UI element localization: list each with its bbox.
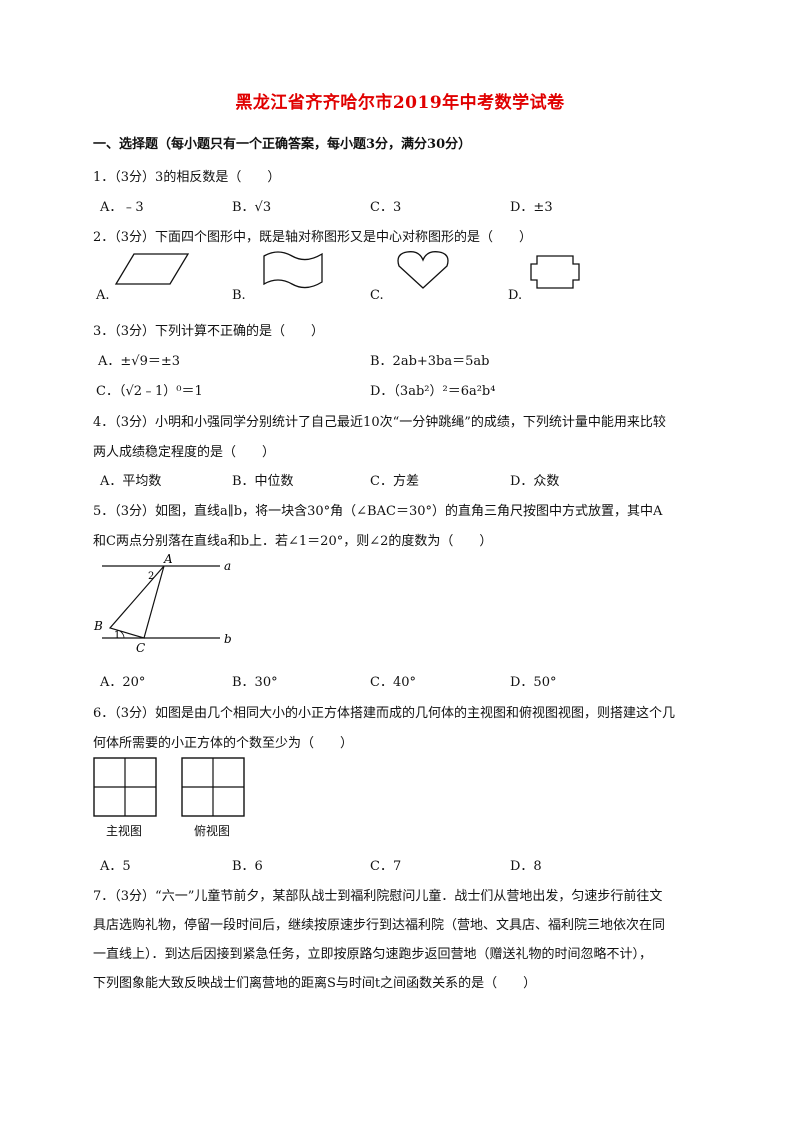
q1-option-c: C．3 <box>370 200 402 215</box>
label-C: C <box>136 641 145 655</box>
q4-option-d: D．众数 <box>510 474 560 489</box>
q2-option-b: B. <box>232 288 246 303</box>
q3-option-c: C．（√2﹣1）⁰＝1 <box>96 384 203 399</box>
q6-option-c: C．7 <box>370 859 402 874</box>
q1-option-a: A．﹣3 <box>100 200 144 215</box>
q2-heart-figure <box>397 251 449 289</box>
q5-option-d: D．50° <box>510 675 557 690</box>
q5-stem: 5．（3分）如图，直线a∥b，将一块含30°角（∠BAC＝30°）的直角三角尺按… <box>93 504 663 519</box>
q2-cross-figure <box>530 255 580 289</box>
q3-option-d: D．（3ab²）²＝6a²b⁴ <box>370 384 496 399</box>
q5-triangle-figure: A B C a b 1 2 <box>93 552 232 655</box>
label-a: a <box>224 559 231 573</box>
q6-option-a: A．5 <box>100 859 131 874</box>
q5-stem-cont: 和C两点分别落在直线a和b上．若∠1＝20°，则∠2的度数为（ ） <box>93 534 493 549</box>
q4-stem-cont: 两人成绩稳定程度的是（ ） <box>93 445 276 460</box>
q6-front-caption: 主视图 <box>106 824 143 838</box>
q4-option-c: C．方差 <box>370 474 419 489</box>
q4-option-b: B．中位数 <box>232 474 294 489</box>
q6-option-d: D．8 <box>510 859 542 874</box>
q6-top-view <box>181 757 245 817</box>
q2-option-d: D. <box>508 288 523 303</box>
q6-stem: 6．（3分）如图是由几个相同大小的小正方体搭建而成的几何体的主视图和俯视图视图，… <box>93 706 676 721</box>
q2-option-a: A. <box>96 288 110 303</box>
q6-stem-cont: 何体所需要的小正方体的个数至少为（ ） <box>93 736 354 751</box>
section-heading: 一、选择题（每小题只有一个正确答案，每小题3分，满分30分） <box>93 137 472 152</box>
q7-line-2: 具店选购礼物，停留一段时间后，继续按原速步行到达福利院（营地、文具店、福利院三地… <box>93 918 666 933</box>
page-title: 黑龙江省齐齐哈尔市2019年中考数学试卷 <box>235 93 565 113</box>
q7-line-3: 一直线上）．到达后因接到紧急任务，立即按原路匀速跑步返回营地（赠送礼物的时间忽略… <box>93 947 653 962</box>
q4-option-a: A．平均数 <box>100 474 162 489</box>
triangle-abc <box>108 565 165 639</box>
q2-parallelogram-figure <box>114 253 190 285</box>
label-b: b <box>224 632 232 646</box>
q7-line-4: 下列图象能大致反映战士们离营地的距离S与时间t之间函数关系的是（ ） <box>93 976 537 991</box>
q1-option-d: D．±3 <box>510 200 553 215</box>
q6-option-b: B．6 <box>232 859 263 874</box>
label-B: B <box>93 619 103 633</box>
label-A: A <box>163 552 173 566</box>
q3-option-b: B．2ab+3ba＝5ab <box>370 354 490 369</box>
q5-option-b: B．30° <box>232 675 278 690</box>
q2-stem: 2．（3分）下面四个图形中，既是轴对称图形又是中心对称图形的是（ ） <box>93 230 533 245</box>
q2-flag-figure <box>263 251 323 289</box>
q5-option-c: C．40° <box>370 675 416 690</box>
q4-stem: 4．（3分）小明和小强同学分别统计了自己最近10次“一分钟跳绳”的成绩，下列统计… <box>93 415 666 430</box>
q6-top-caption: 俯视图 <box>194 824 231 838</box>
q1-option-b: B．√3 <box>232 200 272 215</box>
q7-line-1: 7．（3分）“六一”儿童节前夕，某部队战士到福利院慰问儿童．战士们从营地出发，匀… <box>93 889 663 904</box>
q6-front-view <box>93 757 157 817</box>
label-angle-2: 2 <box>148 571 154 582</box>
label-angle-1: 1 <box>114 630 120 641</box>
q3-stem: 3．（3分）下列计算不正确的是（ ） <box>93 324 325 339</box>
q1-stem: 1．（3分）3的相反数是（ ） <box>93 170 281 185</box>
q3-option-a: A．±√9＝±3 <box>98 354 180 369</box>
q5-option-a: A．20° <box>100 675 146 690</box>
q2-option-c: C. <box>370 288 384 303</box>
